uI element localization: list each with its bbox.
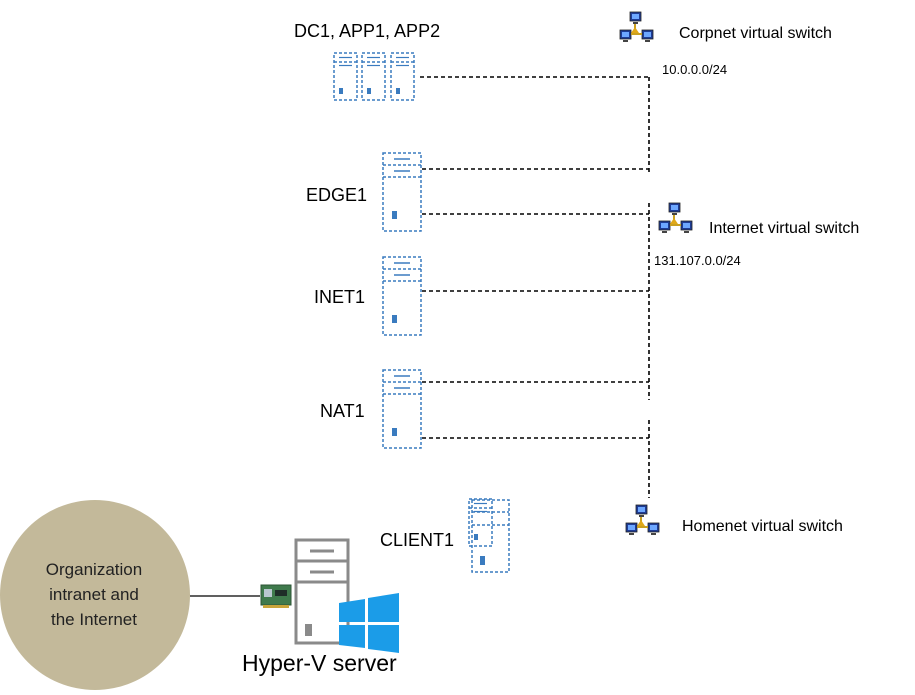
client1-frame	[471, 499, 510, 573]
organization-network-circle	[0, 500, 190, 690]
network-adapter-icon	[260, 584, 292, 608]
organization-line-1: Organization	[45, 560, 143, 579]
connections	[420, 76, 650, 498]
windows-logo-icon	[339, 593, 399, 653]
hyperv-server-label: Hyper-V server	[242, 650, 397, 676]
internet-subnet-label: 131.107.0.0/24	[654, 253, 741, 268]
organization-network-label: Organization intranet and the Internet	[24, 557, 164, 632]
inet1-server	[382, 256, 422, 336]
edge1-server	[382, 152, 422, 232]
dc-app-servers	[333, 52, 415, 101]
edge1-label: EDGE1	[306, 185, 368, 205]
corpnet-switch-label: Corpnet virtual switch	[679, 25, 832, 42]
nat1-label: NAT1	[320, 401, 365, 421]
organization-line-2: intranet and	[49, 585, 139, 604]
homenet-switch-icon	[626, 505, 659, 535]
organization-line-3: the Internet	[50, 610, 137, 629]
inet1-label: INET1	[314, 287, 366, 307]
internet-switch-label: Internet virtual switch	[709, 220, 860, 237]
homenet-switch-label: Homenet virtual switch	[682, 518, 843, 535]
internet-switch-icon	[659, 203, 692, 233]
client1-led	[480, 556, 485, 565]
corpnet-subnet-label: 10.0.0.0/24	[662, 62, 728, 77]
client1-label: CLIENT1	[380, 530, 455, 550]
dc-group-label: DC1, APP1, APP2	[294, 21, 441, 41]
corpnet-switch-icon	[620, 12, 653, 42]
nat1-server	[382, 369, 422, 449]
